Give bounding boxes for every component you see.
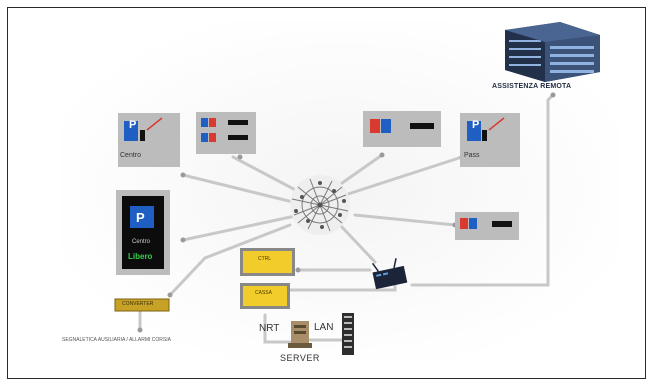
connection-lines bbox=[138, 93, 555, 344]
link-hub-router bbox=[338, 223, 377, 264]
sign-p-letter: P bbox=[136, 210, 145, 225]
router-device bbox=[371, 258, 408, 290]
entry-p-letter: P bbox=[129, 119, 136, 131]
link-exit-hub bbox=[343, 155, 464, 197]
link-router-remote bbox=[410, 93, 555, 287]
arrow-ctrl-right bbox=[295, 267, 301, 273]
link-hub-ctrl bbox=[203, 223, 292, 260]
arrow-pay bbox=[379, 152, 385, 158]
arrow-caption bbox=[137, 327, 143, 333]
link-ctrl-bus bbox=[168, 256, 207, 297]
bus-caption-label: SEGNALETICA AUSILIARIA / ALLARMI CORSIA bbox=[62, 337, 171, 343]
arrow-remote bbox=[550, 92, 556, 98]
network-hub bbox=[290, 175, 350, 235]
controller-top-label: CTRL bbox=[258, 256, 272, 262]
controller-bottom bbox=[240, 283, 290, 309]
switch-stack-icon bbox=[342, 313, 354, 355]
remote-assistance-label: ASSISTENZA REMOTA bbox=[492, 83, 572, 90]
server-icon bbox=[288, 321, 312, 348]
pay-station bbox=[363, 111, 441, 147]
link-dispenser-hub bbox=[353, 213, 457, 227]
arrow-entry bbox=[180, 172, 186, 178]
entry-station bbox=[118, 113, 180, 167]
building-icon bbox=[505, 22, 600, 82]
bus-converter bbox=[114, 298, 170, 312]
arrow-ticket bbox=[237, 154, 243, 160]
bus-converter-label: CONVERTER bbox=[122, 301, 154, 307]
ticket-dispenser-right bbox=[455, 212, 519, 240]
link-sign-hub bbox=[181, 213, 302, 242]
lan-label: LAN bbox=[314, 322, 334, 333]
sign-free-label: Libero bbox=[128, 252, 153, 261]
link-entry-hub bbox=[181, 173, 307, 207]
arrow-sign bbox=[180, 237, 186, 243]
server-label: SERVER bbox=[280, 353, 320, 363]
sign-center-label: Centro bbox=[132, 239, 151, 245]
arrow-bus bbox=[167, 292, 173, 298]
exit-station bbox=[460, 113, 520, 167]
link-pay-hub bbox=[333, 153, 384, 190]
ticket-dispenser-left bbox=[196, 112, 256, 154]
availability-sign bbox=[116, 190, 170, 275]
nrt-label: NRT bbox=[259, 323, 280, 334]
controller-top bbox=[240, 248, 295, 276]
controller-bottom-label: CASSA bbox=[255, 290, 272, 296]
exit-station-label: Pass bbox=[464, 152, 480, 159]
entry-station-label: Centro bbox=[120, 152, 142, 159]
link-yellow2-server bbox=[263, 313, 302, 344]
exit-p-letter: P bbox=[472, 119, 479, 131]
link-ticket-hub bbox=[231, 155, 307, 197]
